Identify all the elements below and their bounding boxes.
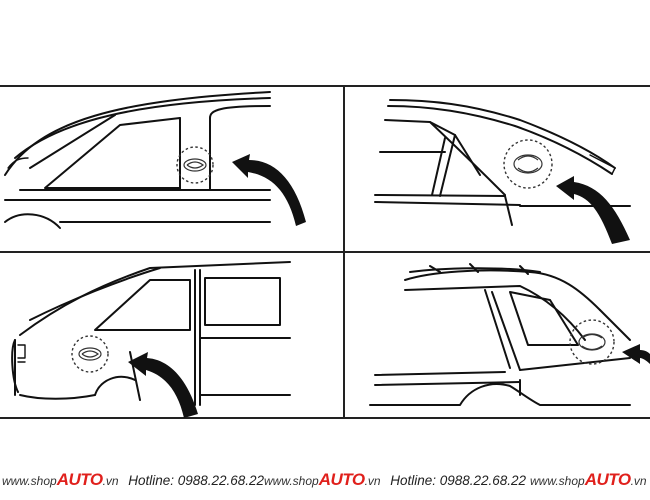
brand-logo-text: AUTO [584,470,631,489]
curved-arrow-icon [232,154,306,226]
marker-bottom-right [569,319,615,365]
footer-item-1: www.shopAUTO.vn Hotline: 0988.22.68.22 [2,470,264,490]
curved-arrow-icon [556,176,630,244]
brand-logo-text: AUTO [56,470,103,489]
website-tld: .vn [102,474,119,488]
panel-top-left [4,91,306,229]
hotline-text: Hotline: 0988.22.68.22 [128,473,265,488]
footer-item-2: www.shopAUTO.vn Hotline: 0988.22.68.22 [264,470,526,490]
panel-grid [0,85,650,419]
hotline-text: Hotline: 0988.22.68.22 [390,473,527,488]
panel-bottom-left [11,261,291,418]
website-tld: .vn [364,474,381,488]
curved-arrow-icon [128,352,198,418]
curved-arrow-icon [622,344,650,364]
footer-item-3: www.shopAUTO.vn [530,470,647,490]
marker-bottom-left [71,335,109,373]
footer-bar: www.shopAUTO.vn Hotline: 0988.22.68.22 w… [0,466,650,492]
website-prefix: www.shop [264,474,319,488]
marker-top-left [176,146,214,184]
panel-bottom-right [369,263,650,406]
website-tld: .vn [630,474,647,488]
website-prefix: www.shop [2,474,57,488]
website-prefix: www.shop [530,474,585,488]
panel-top-right [374,99,631,244]
marker-top-right [503,139,553,189]
brand-logo-text: AUTO [318,470,365,489]
